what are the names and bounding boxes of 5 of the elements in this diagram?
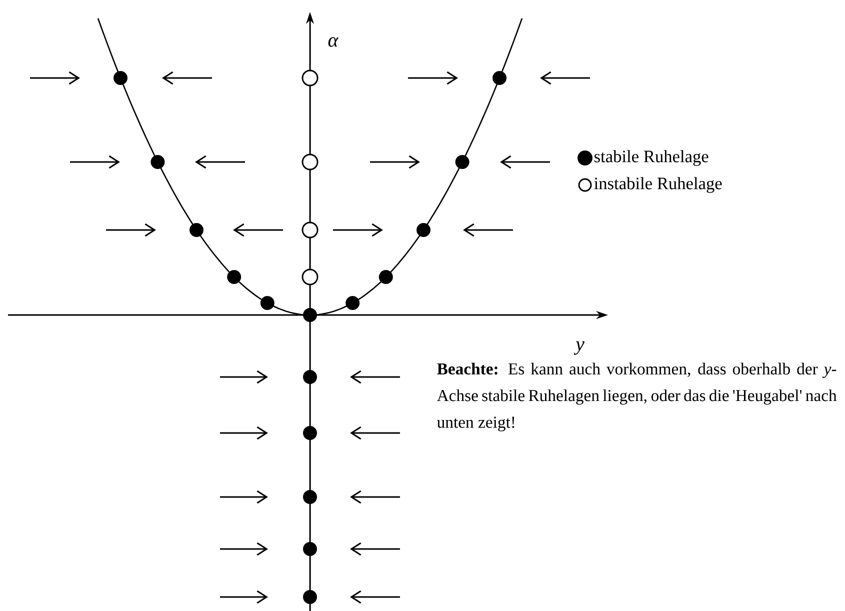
axis-label: α <box>328 37 339 47</box>
legend-text: stabile Ruhelage <box>594 150 708 166</box>
axis-label: y <box>574 341 584 355</box>
legend-text: instabile Ruhelage <box>594 177 722 193</box>
note-text: Beachte: Es kann auch vorkommen, dass oberhalb der y-Achse stabile Ruhelagen liegen, oder das die 'Heugabel' nach unten zeigt! <box>436 362 837 432</box>
